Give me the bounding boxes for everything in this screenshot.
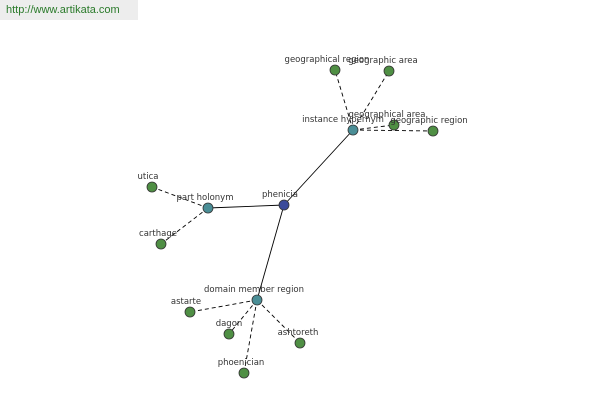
edge-domain-member-region-astarte xyxy=(189,299,258,313)
edge-phenicia-domain-member-region xyxy=(256,204,285,301)
label-phenicia: phenicia xyxy=(262,190,298,200)
watermark-link[interactable]: http://www.artikata.com xyxy=(0,0,138,20)
label-part-holonym: part holonym xyxy=(177,193,234,203)
node-ashtoreth[interactable] xyxy=(294,337,306,349)
edge-part-holonym-utica xyxy=(151,186,209,209)
edge-domain-member-region-ashtoreth xyxy=(256,299,301,344)
node-dagon[interactable] xyxy=(223,328,235,340)
label-instance-hypernym: instance hypernym xyxy=(302,115,384,125)
node-instance-hypernym[interactable] xyxy=(347,124,359,136)
node-geographic-region[interactable] xyxy=(427,125,439,137)
edge-instance-hypernym-geographic-region xyxy=(352,129,434,132)
label-geographic-area: geographic area xyxy=(348,56,417,66)
label-geographical-area: geographical area xyxy=(349,110,426,120)
edges-layer xyxy=(151,69,434,374)
label-geographic-region: geographic region xyxy=(390,116,467,126)
node-geographical-area[interactable] xyxy=(388,119,400,131)
nodes-layer xyxy=(146,64,439,379)
label-utica: utica xyxy=(138,172,159,182)
edge-phenicia-part-holonym xyxy=(207,204,285,209)
edge-domain-member-region-phoenician xyxy=(243,299,258,374)
edge-domain-member-region-dagon xyxy=(228,299,258,335)
edge-phenicia-instance-hypernym xyxy=(283,129,354,206)
edge-instance-hypernym-geographical-region xyxy=(334,69,354,131)
label-ashtoreth: ashtoreth xyxy=(278,328,319,338)
node-geographic-area[interactable] xyxy=(383,65,395,77)
label-astarte: astarte xyxy=(171,297,201,307)
node-astarte[interactable] xyxy=(184,306,196,318)
label-carthage: carthage xyxy=(139,229,177,239)
node-phoenician[interactable] xyxy=(238,367,250,379)
label-geographical-region: geographical region xyxy=(285,55,370,65)
node-geographical-region[interactable] xyxy=(329,64,341,76)
node-part-holonym[interactable] xyxy=(202,202,214,214)
edge-instance-hypernym-geographical-area xyxy=(352,124,395,131)
label-phoenician: phoenician xyxy=(218,358,265,368)
node-carthage[interactable] xyxy=(155,238,167,250)
label-domain-member-region: domain member region xyxy=(204,285,304,295)
edge-part-holonym-carthage xyxy=(160,207,209,245)
edge-instance-hypernym-geographic-area xyxy=(352,70,390,131)
node-domain-member-region[interactable] xyxy=(251,294,263,306)
node-utica[interactable] xyxy=(146,181,158,193)
node-phenicia[interactable] xyxy=(278,199,290,211)
label-dagon: dagon xyxy=(216,319,243,329)
